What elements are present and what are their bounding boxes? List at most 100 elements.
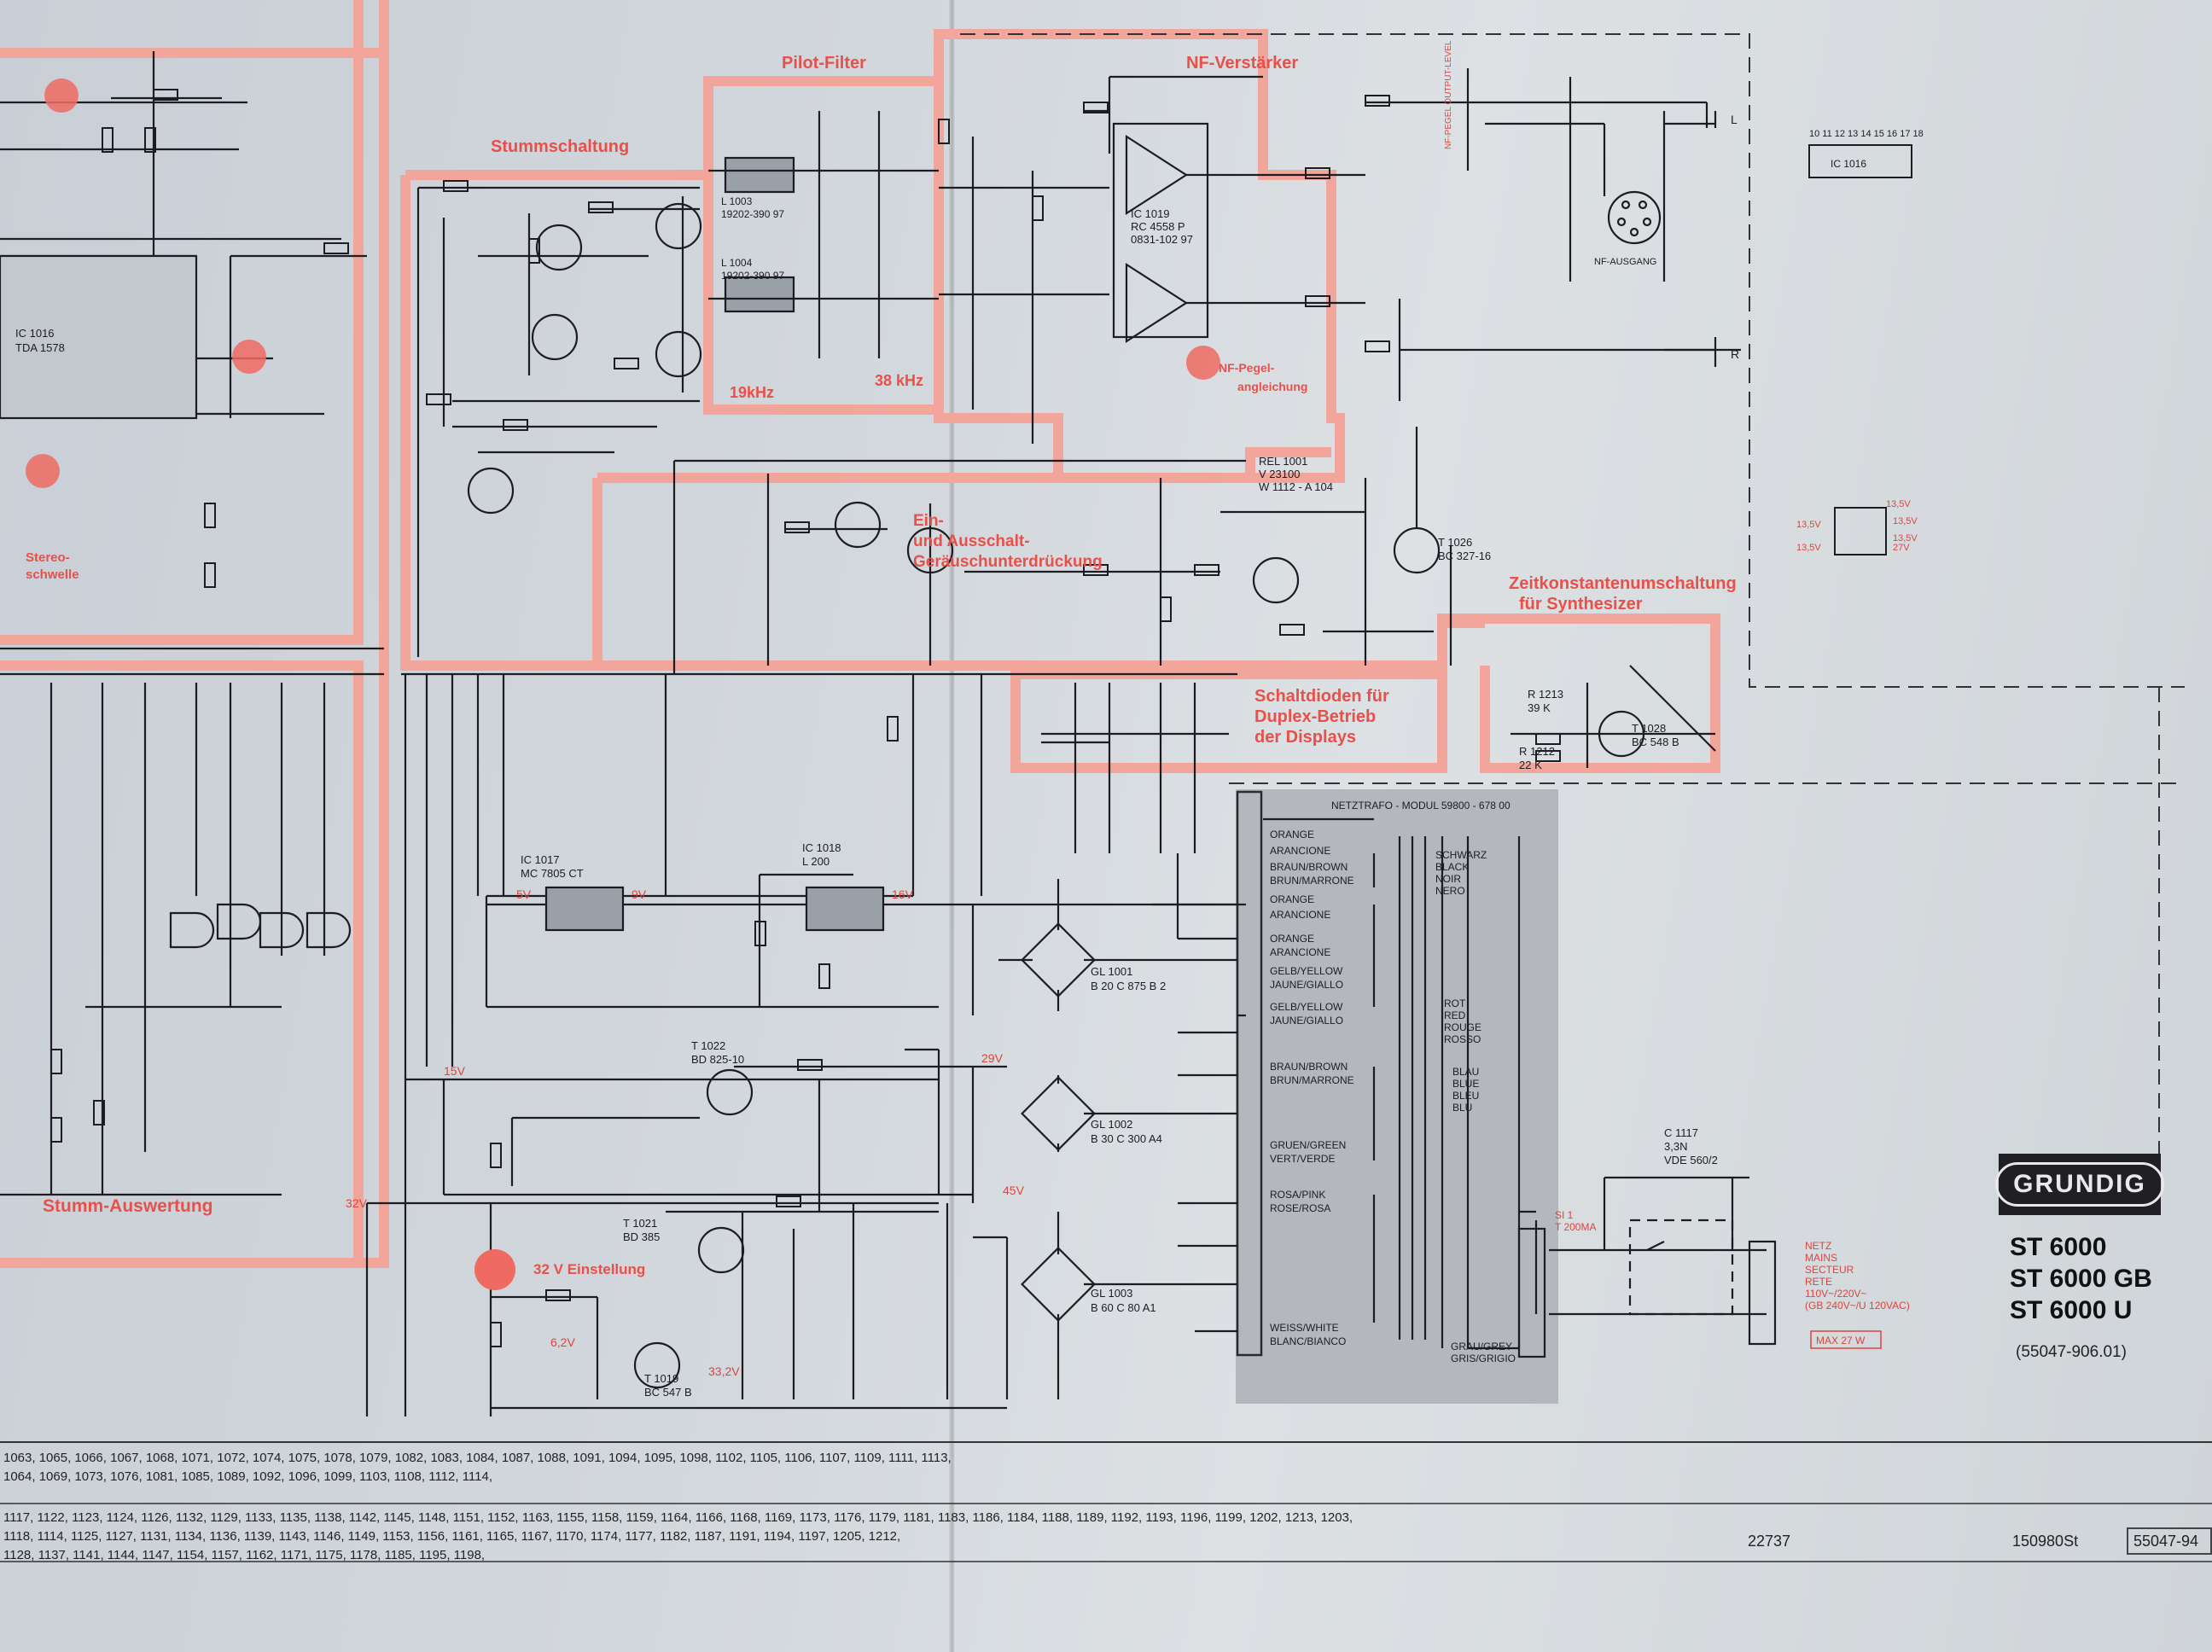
ein-label: Ein- [913,512,944,530]
netztrafo-label: NETZTRAFO - MODUL 59800 - 678 00 [1331,800,1511,811]
ic1019-label: IC 1019 [1131,207,1170,220]
pilot-filter-label: Pilot-Filter [782,54,866,73]
wire-noir: NOIR [1435,873,1461,885]
wire-schwarz: SCHWARZ [1435,849,1487,861]
ic1019-type: RC 4558 P [1131,220,1185,233]
output-r: R [1731,347,1739,361]
t1028-label: T 1028 [1632,722,1666,735]
wire-arancione: ARANCIONE [1270,845,1330,857]
volt-15v: 15V [444,1064,466,1078]
c1117-val: 3,3N [1664,1140,1687,1153]
ic1018-type: L 200 [802,855,830,868]
l1003-code: 19202-390 97 [721,208,784,220]
mains-volt: 110V~/220V~ [1805,1288,1867,1300]
r1213-val: 39 K [1528,701,1551,714]
wire-blu: BLU [1452,1102,1472,1114]
wire-rot: ROT [1444,998,1466,1009]
wire-blanc: BLANC/BIANCO [1270,1335,1346,1347]
rel1001-type: V 23100 [1259,468,1300,480]
mains-mains: MAINS [1805,1252,1837,1264]
volt-6-2v: 6,2V [550,1335,575,1349]
ic1016-v2: 13,5V [1893,516,1918,526]
ic1016-v5: 13,5V [1796,543,1821,553]
wire-rosso: ROSSO [1444,1033,1481,1045]
gl1003-label: GL 1003 [1091,1287,1132,1300]
ic1016-pinout-label: IC 1016 [1831,158,1866,170]
wire-bleu: BLEU [1452,1090,1479,1102]
angleichung-label: angleichung [1237,380,1307,393]
ref-row-1: 1063, 1065, 1066, 1067, 1068, 1071, 1072… [3,1451,952,1465]
gl1002-label: GL 1002 [1091,1118,1132,1131]
ic1016-v6: 27V [1893,543,1910,553]
wire-brun: BRUN/MARRONE [1270,875,1354,887]
volt-5v: 5V [516,887,532,901]
component-labels: IC 1019 RC 4558 P 0831-102 97 IC 1016 TD… [15,195,1718,1399]
mains-labels: NETZ MAINS SECTEUR RETE 110V~/220V~ (GB … [1555,1209,1910,1349]
ref-row-2: 1064, 1069, 1073, 1076, 1081, 1085, 1089… [3,1469,493,1484]
ic1016-v4: 13,5V [1796,520,1821,530]
trimmer-markers [26,79,1220,1290]
ausschalt-label: und Ausschalt- [913,532,1030,550]
part-number: (55047-906.01) [2016,1343,2127,1361]
l1004-code: 19202-390 97 [721,270,784,282]
geraeusch-label: Geräuschunterdrückung [913,553,1103,571]
output-l: L [1731,113,1738,126]
wire-gris: GRIS/GRIGIO [1451,1352,1516,1364]
wire-brun-2: BRUN/MARRONE [1270,1074,1354,1086]
ic1016-pins-top: 10 11 12 13 14 15 16 17 18 [1809,129,1924,139]
resistor-symbols [50,89,1561,1347]
volt-9v: 9V [632,887,647,901]
highlight-frames [0,0,1720,1268]
footer-code-box [2127,1527,2212,1555]
nf-verstaerker-label: NF-Verstärker [1186,54,1298,73]
t1021-type: BD 385 [623,1230,660,1243]
trafo-wire-labels: ORANGE ARANCIONE BRAUN/BROWN BRUN/MARRON… [1270,829,1516,1364]
gl1001-type: B 20 C 875 B 2 [1091,980,1166,992]
mains-fuse-val: T 200MA [1555,1221,1596,1233]
wire-blau: BLAU [1452,1066,1479,1078]
19khz-label: 19kHz [730,384,774,401]
model-st6000-gb: ST 6000 GB [2010,1265,2152,1293]
mains-rete: RETE [1805,1276,1832,1288]
volt-16v: 16V [892,887,914,901]
wire-vert: VERT/VERDE [1270,1153,1335,1165]
volt-45v: 45V [1003,1184,1025,1197]
schwelle-label: schwelle [26,567,79,582]
volt-29v: 29V [981,1051,1004,1065]
nf-ausgang-label: NF-AUSGANG [1594,257,1656,267]
mains-secteur: SECTEUR [1805,1264,1854,1276]
model-st6000-u: ST 6000 U [2010,1296,2133,1324]
gl1001-label: GL 1001 [1091,965,1132,978]
displays-label: der Displays [1254,728,1356,747]
mains-volt-gb: (GB 240V~/U 120VAC) [1805,1300,1910,1312]
paper-fold [949,0,956,1652]
c1117-label: C 1117 [1664,1126,1698,1139]
grundig-logo-box: GRUNDIG [1995,1154,2164,1215]
wire-arancione-3: ARANCIONE [1270,946,1330,958]
trafo-module-area [1236,789,1558,1404]
ic1017-label: IC 1017 [521,853,560,866]
t1026-type: BC 327-16 [1438,550,1491,562]
wire-gruen: GRUEN/GREEN [1270,1139,1346,1151]
wire-jaune: JAUNE/GIALLO [1270,979,1343,991]
ic1016-label: IC 1016 [15,327,55,340]
wire-braun: BRAUN/BROWN [1270,861,1348,873]
zeitkonstanten-label: Zeitkonstantenumschaltung [1509,574,1737,593]
gl1002-type: B 30 C 300 A4 [1091,1132,1162,1145]
ic1016-v3: 13,5V [1893,533,1918,544]
wire-braun-2: BRAUN/BROWN [1270,1061,1348,1073]
voltage-labels: 5V 9V 16V 29V 45V 32V 15V 6,2V 33,2V [346,887,1025,1378]
stereo-label: Stereo- [26,550,70,565]
wire-gelb-2: GELB/YELLOW [1270,1001,1343,1013]
nf-pegel-label: NF-Pegel- [1219,361,1275,375]
wire-rose: ROSE/ROSA [1270,1202,1330,1214]
wire-arancione-2: ARANCIONE [1270,909,1330,921]
ic1016-pinout: 10 11 12 13 14 15 16 17 18 IC 1016 13,5V… [1796,129,1924,553]
duplex-label: Duplex-Betrieb [1254,707,1376,726]
wire-rouge: ROUGE [1444,1021,1481,1033]
rel1001-code: W 1112 - A 104 [1259,480,1333,493]
t1019-label: T 1019 [644,1372,678,1385]
volt-33-2v: 33,2V [708,1364,740,1378]
footer-code-2: 150980St [2012,1533,2079,1550]
wire-jaune-2: JAUNE/GIALLO [1270,1015,1343,1027]
